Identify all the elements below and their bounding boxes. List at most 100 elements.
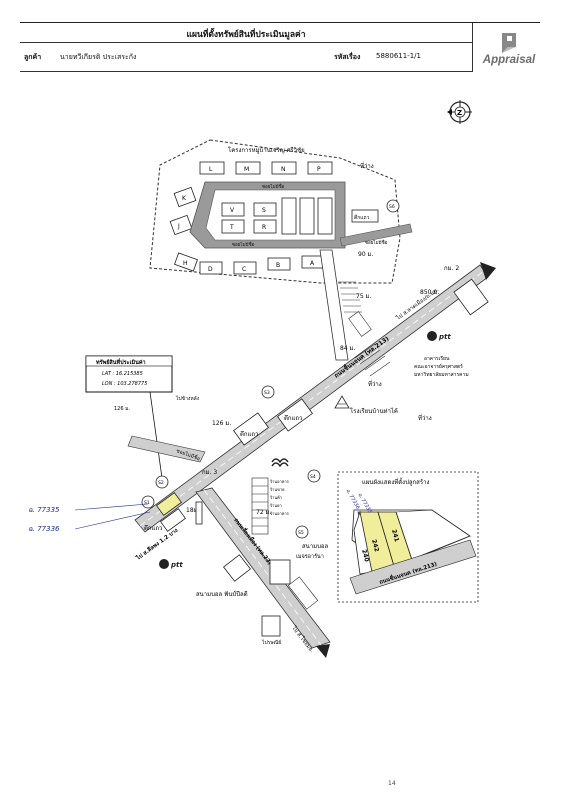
document-header: แผนที่ตั้งทรัพย์สินที่ประเมินมูลค่า ลูกค… [20,22,540,75]
inset-title: แผนผังแสดงที่ตั้งปลูกสร้าง [362,476,429,486]
pagoda-label: ไปข้างหลัง [175,395,200,402]
row-house-label-3: ตึกแถว [284,415,303,422]
svg-text:240: 240 [360,549,370,563]
distance-72m: 72 ม. [256,509,271,516]
north-arrow-icon: Z [447,100,472,124]
blocks-bottom: H D C B A [174,252,325,275]
handwritten-note-1: ฉ. 77335 [28,506,60,514]
svg-text:Z: Z [457,109,462,117]
svg-text:241: 241 [390,529,400,543]
svg-text:S2: S2 [158,480,164,486]
svg-text:S3: S3 [264,390,270,396]
block-v: V [230,207,235,214]
svg-text:S1: S1 [144,500,150,506]
block-k: K [182,195,187,202]
block-b: B [276,262,280,269]
project-name: โครงการหมู่บ้านเจริญ ศรีวิชัย [228,146,305,154]
customer-label: ลูกค้า [24,53,42,61]
km-3-label: กม. 3 [202,469,217,476]
stadium-label-2: เมจรอาร์นา [296,553,324,560]
project-boundary [149,139,401,284]
building-label-3: มหาวิทยาลัยมหาสารคาม [414,371,469,378]
school-icon [334,395,350,409]
shop-4: ร้านยา [270,503,282,508]
logo-text: Appraisal [482,54,536,66]
distance-18m: 18ม. [186,507,200,514]
ref-label: รหัสเรื่อง [334,53,361,61]
secondary-road-arrow-icon [316,644,330,658]
shop-1: ร้านอาหาร [270,479,290,484]
road-label-2: ซอยไม่มีชื่อ [232,241,255,248]
block-m: M [244,166,249,173]
page-number: 14 [388,780,396,787]
handwritten-note-2: ฉ. 77336 [28,525,60,533]
marker-s1 [141,495,155,509]
vacant-land-label-1: ที่ว่าง [360,162,374,170]
shop-3: ร้านค้า [270,495,282,500]
distance-label-alley: 126 ม. [114,406,130,412]
svg-text:S5: S5 [298,530,304,536]
football-field-label: สนามบอล ฟันป์ปีลดี [196,590,248,598]
block-j: J [177,223,180,230]
stadium-area [223,554,319,610]
building-label-1: อาคารเรียน [424,355,450,362]
blocks-left: K J [169,186,197,236]
building-label-2: คณะอาจารย์ครุศาสตร์ [414,363,463,370]
distance-90m: 90 ม. [358,251,373,258]
ref-value: 5880611-1/1 [376,52,421,60]
shop-5: ร้านอาหาร [270,511,290,516]
inset-plan: แผนผังแสดงที่ตั้งปลูกสร้าง 242 241 240 ถ… [337,471,479,603]
block-s: S [262,207,266,214]
svg-text:S4: S4 [310,474,316,480]
km-2-label: กม. 2 [444,265,459,272]
property-info-box: ทรัพย์สินที่ประเมินค่า LAT : 16.215385 L… [85,355,173,479]
subject-property: ตึกแถว [144,492,186,532]
project-entrance-road [339,223,413,247]
post-office-label: ไปรษณีย์ [261,639,281,646]
block-d: D [208,266,213,273]
block-p: P [317,166,321,173]
block-r: R [262,224,266,231]
houses-row [338,281,362,313]
stadium-label: สนามบอล [302,543,329,550]
appraisal-logo: Appraisal [478,29,540,71]
row-house-label-top: ตึกแถว [354,214,370,221]
traffic-light-icon [195,501,203,525]
block-n: N [281,166,286,173]
logo-mark-icon [502,33,516,53]
block-t: T [229,224,234,231]
highway-arrow-icon [480,262,496,280]
vacant-land-label-3: ที่ว่าง [418,414,432,422]
shop-2: ร้านขาย [270,487,284,492]
block-a: A [310,260,315,267]
ptt-logo-top: ptt [438,333,451,341]
header-divider [20,42,472,43]
infobox-lon: LON : 103.278775 [102,381,147,387]
handwritten-pointer [74,503,151,530]
distance-75m: 75 ม. [356,293,371,300]
school-label: โรงเรียนบ้านท่าไค้ [350,407,398,415]
marker-s2 [155,475,169,489]
access-road [319,249,349,361]
block-l: L [209,166,213,173]
infobox-title: ทรัพย์สินที่ประเมินค่า [96,358,146,366]
blocks-top: L M N P [199,161,333,175]
shops-lower: ร้านอาหาร ร้านขาย ร้านค้า ร้านยา ร้านอาห… [251,477,290,535]
side-road [127,435,206,463]
marker-s4 [307,469,321,483]
svg-text:S6: S6 [389,204,395,210]
row-houses-middle: ตึกแถว ตึกแถว [233,398,313,446]
block-h: H [183,260,188,267]
infobox-lat: LAT : 16.215385 [102,371,143,377]
row-house-label-4: ตึกแถว [144,525,163,532]
distance-84m: 84 ม. [340,345,355,352]
ptt-logo-bottom: ptt [170,561,183,569]
road-label-1: ซอยไม่มีชื่อ [262,183,285,190]
distance-850m: 850 ม. [420,289,439,296]
distance-126m: 126 ม. [212,420,231,427]
header-bottom-divider [20,71,472,72]
row-house-label-2: ตึกแถว [240,431,259,438]
marker-s6 [386,199,400,213]
blocks-center: V S T R [221,197,333,235]
